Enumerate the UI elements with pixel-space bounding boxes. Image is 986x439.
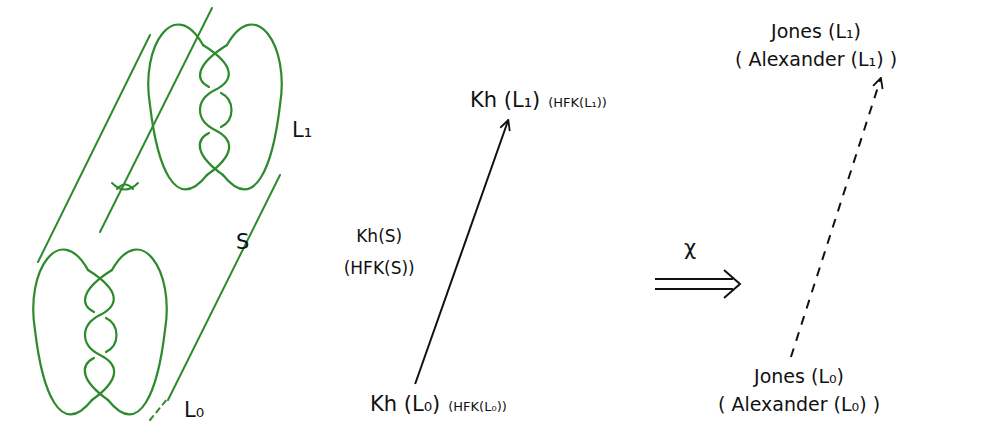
link-label: L₀ [184, 398, 204, 422]
term-name: Jones (L₁) [771, 20, 861, 42]
polynomial-term: Jones (L₁) ( Alexander (L₁) ) [735, 20, 897, 70]
euler-characteristic-symbol: χ [684, 236, 696, 260]
implies-double-arrow [655, 270, 740, 298]
term-name: Jones (L₀) [754, 365, 844, 387]
term-name: Kh (L₁) [470, 88, 540, 112]
khovanov-homology-term: Kh (L₁) (HFK(L₁)) [470, 88, 607, 112]
khovanov-homology-term: Kh (L₀) (HFK(L₀)) [370, 392, 507, 416]
edge-label: Kh(S) (HFK(S)) [342, 220, 417, 285]
decategorified-arrow [791, 78, 881, 357]
surface-label: S [236, 230, 249, 254]
term-gloss: (HFK(L₁)) [548, 95, 607, 110]
cylinder-surface [38, 8, 280, 420]
link-l0-drawing [33, 250, 166, 415]
term-gloss: ( Alexander (L₁) ) [735, 48, 897, 70]
polynomial-term: Jones (L₀) ( Alexander (L₀) ) [718, 365, 880, 415]
link-label: L₁ [292, 118, 312, 142]
term-gloss: (HFK(L₀)) [448, 399, 507, 414]
term-gloss: ( Alexander (L₀) ) [718, 393, 880, 415]
term-name: Kh (L₀) [370, 392, 440, 416]
link-l1-drawing [148, 25, 281, 190]
cobordism-map-arrow [415, 120, 508, 384]
